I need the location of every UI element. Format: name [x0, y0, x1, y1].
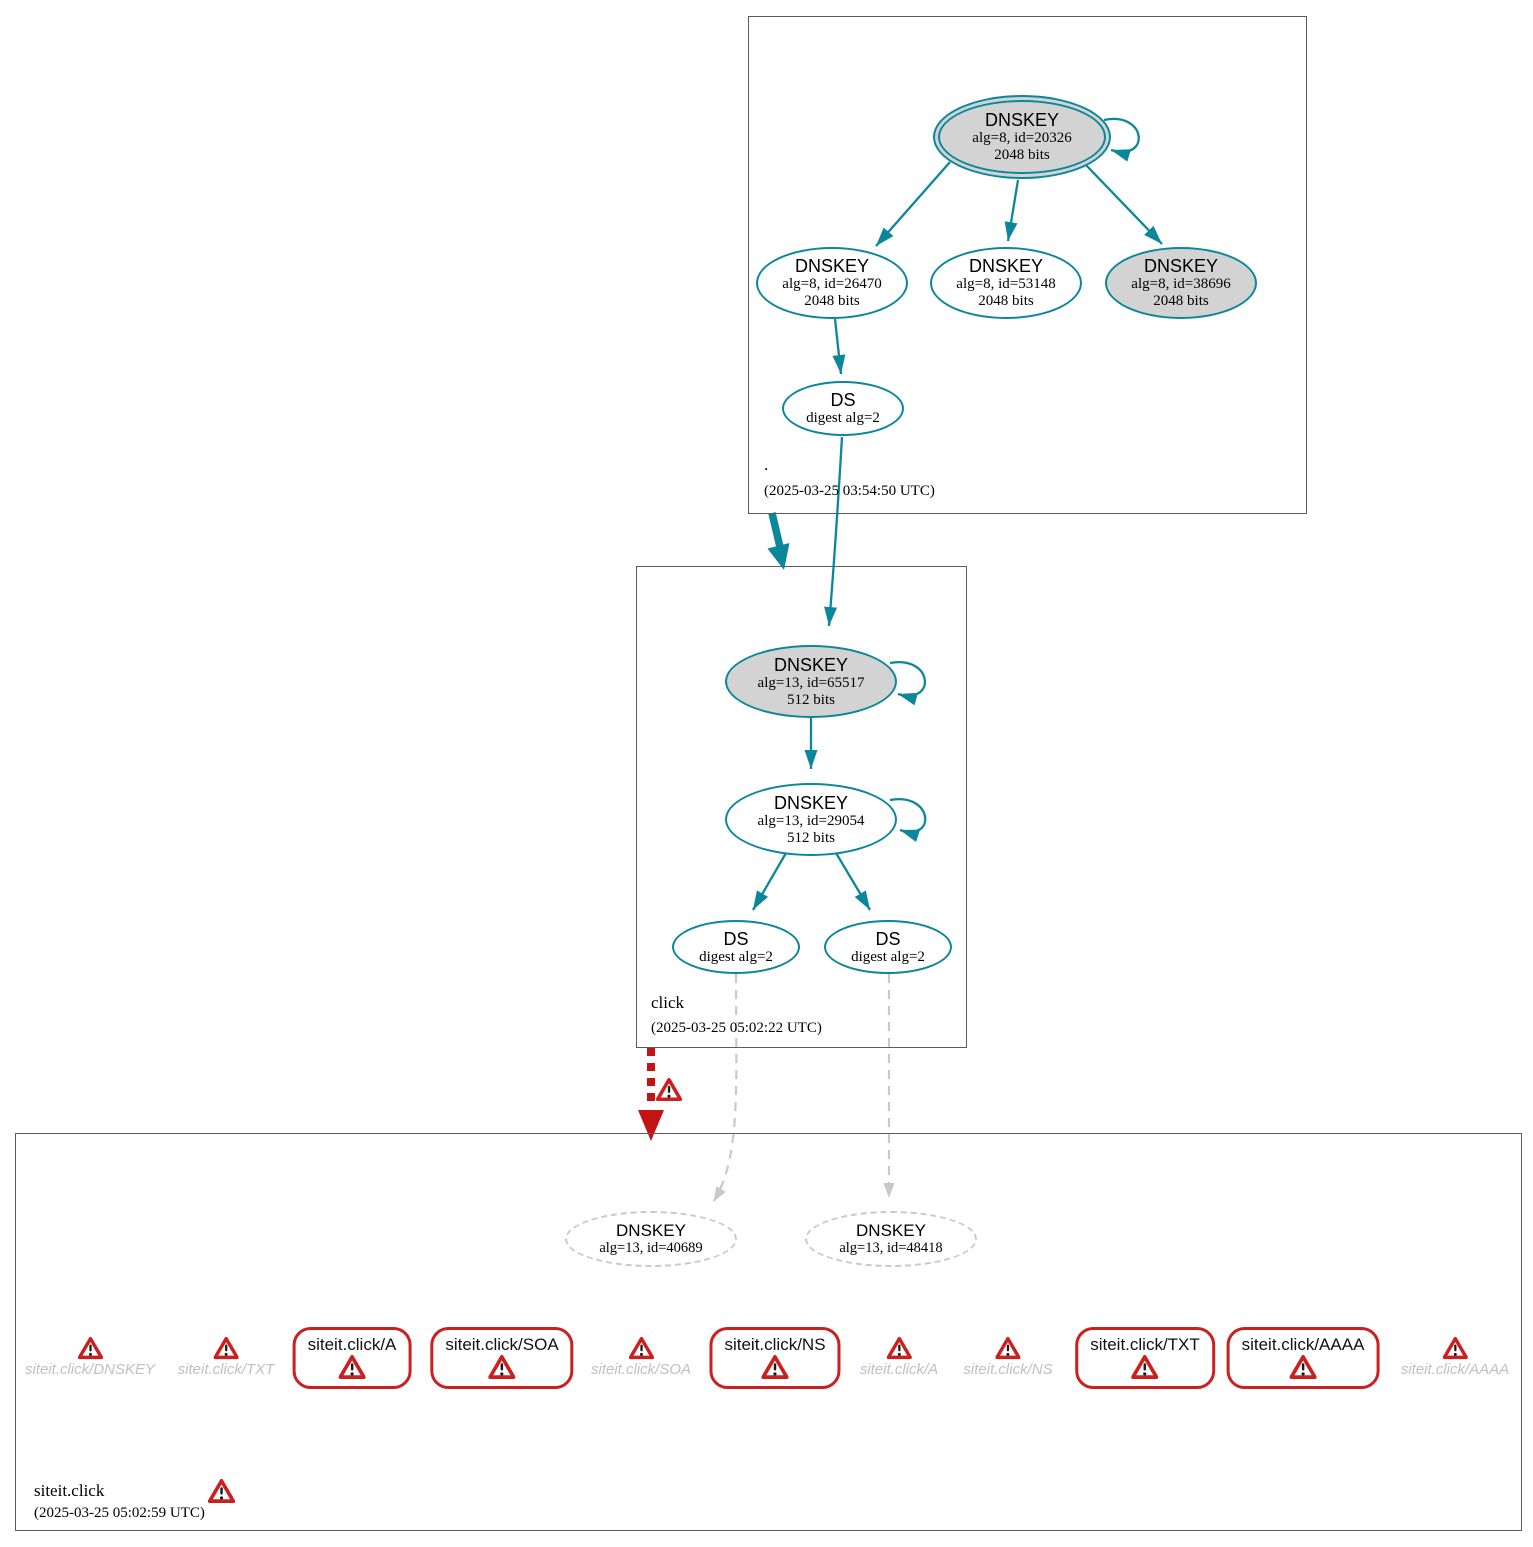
node-root-dnskey-38696[interactable]: DNSKEY alg=8, id=38696 2048 bits	[1105, 247, 1257, 319]
node-title: DNSKEY	[794, 256, 870, 277]
warning-icon	[995, 1336, 1021, 1360]
node-title: DNSKEY	[984, 110, 1060, 131]
zone-timestamp-click: (2025-03-25 05:02:22 UTC)	[651, 1020, 822, 1036]
node-root-ds[interactable]: DS digest alg=2	[782, 381, 904, 436]
edge-delegation-root-click	[768, 512, 784, 548]
node-title: DNSKEY	[773, 654, 849, 675]
zone-box-click: click (2025-03-25 05:02:22 UTC)	[636, 566, 967, 1048]
node-siteit-dnskey-48418[interactable]: DNSKEY alg=13, id=48418	[805, 1211, 977, 1267]
rrset-label: siteit.click/AAAA	[1241, 1334, 1365, 1354]
zone-box-root: . (2025-03-25 03:54:50 UTC)	[748, 16, 1307, 514]
node-attr: alg=13, id=40689	[599, 1240, 703, 1257]
warning-icon	[208, 1478, 236, 1504]
zone-label-siteit-click: siteit.click	[34, 1481, 105, 1500]
node-click-dnskey-29054[interactable]: DNSKEY alg=13, id=29054 512 bits	[725, 783, 897, 856]
rrset-siteit-dnskey-insecure[interactable]: siteit.click/DNSKEY	[25, 1336, 155, 1378]
rrset-siteit-ns-insecure[interactable]: siteit.click/NS	[963, 1336, 1053, 1378]
rrset-label: siteit.click/SOA	[590, 1361, 692, 1378]
node-attr: 512 bits	[787, 829, 835, 846]
node-click-ds1[interactable]: DS digest alg=2	[672, 920, 800, 974]
warning-icon	[1289, 1354, 1317, 1380]
warning-icon	[1131, 1354, 1159, 1380]
warning-icon	[213, 1336, 239, 1360]
node-attr: 2048 bits	[994, 147, 1050, 164]
warning-icon	[886, 1336, 912, 1360]
rrset-siteit-a-insecure[interactable]: siteit.click/A	[860, 1336, 938, 1378]
rrset-label: siteit.click/A	[859, 1361, 939, 1378]
rrset-siteit-txt-warning-box[interactable]: siteit.click/TXT	[1075, 1327, 1215, 1389]
warning-icon	[1442, 1336, 1468, 1360]
node-title: DS	[830, 390, 856, 411]
node-title: DS	[875, 928, 901, 949]
rrset-siteit-a-warning-box[interactable]: siteit.click/A	[292, 1327, 412, 1389]
node-attr: alg=13, id=29054	[757, 812, 865, 829]
rrset-label: siteit.click/DNSKEY	[24, 1361, 156, 1378]
rrset-label: siteit.click/SOA	[445, 1334, 559, 1354]
node-root-dnskey-26470[interactable]: DNSKEY alg=8, id=26470 2048 bits	[756, 247, 908, 319]
node-attr: alg=8, id=53148	[956, 276, 1056, 293]
node-click-dnskey-ksk-65517[interactable]: DNSKEY alg=13, id=65517 512 bits	[725, 645, 897, 718]
node-attr: digest alg=2	[699, 948, 773, 965]
node-title: DS	[723, 928, 749, 949]
node-attr: digest alg=2	[851, 948, 925, 965]
rrset-siteit-soa-insecure[interactable]: siteit.click/SOA	[591, 1336, 691, 1378]
node-attr: alg=13, id=65517	[757, 674, 865, 691]
node-title: DNSKEY	[856, 1221, 926, 1241]
zone-timestamp-root: (2025-03-25 03:54:50 UTC)	[764, 483, 935, 499]
node-click-ds2[interactable]: DS digest alg=2	[824, 920, 952, 974]
warning-icon	[761, 1354, 789, 1380]
node-attr: alg=13, id=48418	[839, 1240, 943, 1257]
node-siteit-dnskey-40689[interactable]: DNSKEY alg=13, id=40689	[565, 1211, 737, 1267]
node-root-dnskey-ksk-20326[interactable]: DNSKEY alg=8, id=20326 2048 bits	[933, 95, 1111, 179]
node-root-dnskey-53148[interactable]: DNSKEY alg=8, id=53148 2048 bits	[930, 247, 1082, 319]
rrset-label: siteit.click/TXT	[177, 1361, 275, 1378]
warning-icon	[488, 1354, 516, 1380]
node-attr: 512 bits	[787, 691, 835, 708]
warning-icon	[338, 1354, 366, 1380]
rrset-label: siteit.click/TXT	[1090, 1334, 1200, 1354]
rrset-label: siteit.click/NS	[724, 1334, 826, 1354]
zone-box-siteit-click: siteit.click (2025-03-25 05:02:59 UTC)	[15, 1133, 1522, 1531]
zone-label-root: .	[764, 455, 769, 474]
rrset-siteit-aaaa-warning-box[interactable]: siteit.click/AAAA	[1226, 1327, 1380, 1389]
node-title: DNSKEY	[616, 1221, 686, 1241]
node-title: DNSKEY	[773, 792, 849, 813]
rrset-siteit-soa-warning-box[interactable]: siteit.click/SOA	[430, 1327, 574, 1389]
rrset-siteit-txt-insecure[interactable]: siteit.click/TXT	[177, 1336, 275, 1378]
node-attr: alg=8, id=20326	[972, 130, 1072, 147]
node-title: DNSKEY	[1143, 256, 1219, 277]
rrset-siteit-aaaa-insecure[interactable]: siteit.click/AAAA	[1401, 1336, 1509, 1378]
node-attr: 2048 bits	[804, 293, 860, 310]
rrset-label: siteit.click/AAAA	[1400, 1361, 1510, 1378]
rrset-label: siteit.click/NS	[963, 1361, 1053, 1378]
warning-icon	[77, 1336, 103, 1360]
rrset-label: siteit.click/A	[307, 1334, 397, 1354]
node-attr: alg=8, id=26470	[782, 276, 882, 293]
warning-icon	[655, 1077, 683, 1102]
node-attr: 2048 bits	[978, 293, 1034, 310]
node-attr: digest alg=2	[806, 410, 880, 427]
zone-timestamp-siteit-click: (2025-03-25 05:02:59 UTC)	[34, 1505, 205, 1521]
warning-icon	[628, 1336, 654, 1360]
node-attr: 2048 bits	[1153, 293, 1209, 310]
rrset-siteit-ns-warning-box[interactable]: siteit.click/NS	[709, 1327, 841, 1389]
node-attr: alg=8, id=38696	[1131, 276, 1231, 293]
zone-label-click: click	[651, 993, 685, 1012]
node-title: DNSKEY	[968, 256, 1044, 277]
